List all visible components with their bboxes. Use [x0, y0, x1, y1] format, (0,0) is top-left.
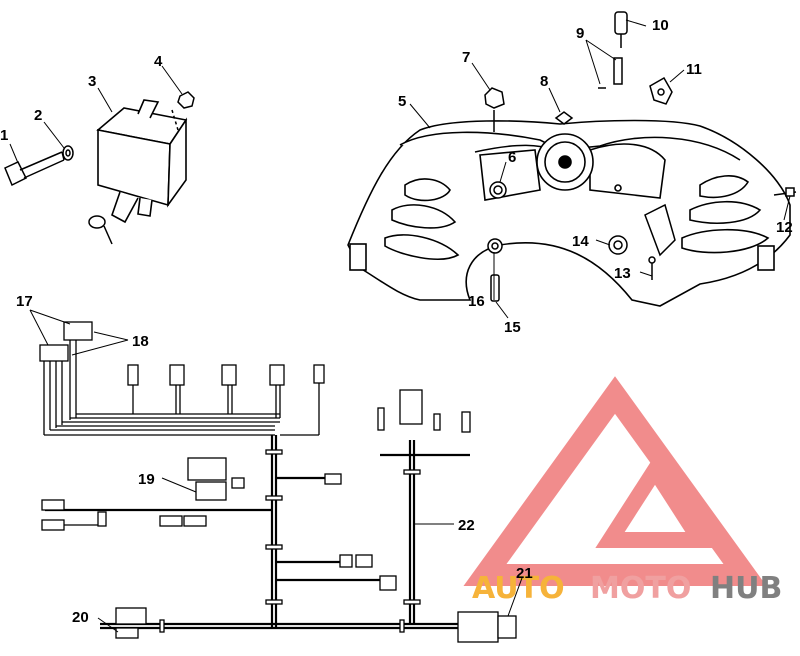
callout-9: 9: [576, 25, 584, 42]
callout-11: 11: [686, 61, 702, 78]
module-part-3: [96, 99, 188, 224]
callout-22: 22: [458, 517, 475, 534]
callout-18: 18: [132, 333, 149, 350]
watermark-hub: HUB: [710, 571, 782, 606]
callout-7: 7: [462, 49, 470, 66]
callout-20: 20: [72, 609, 89, 626]
callout-12: 12: [776, 219, 793, 236]
callout-21: 21: [516, 565, 533, 582]
callout-13: 13: [614, 265, 631, 282]
side-switch: [644, 203, 676, 257]
grommet-part-14: [608, 235, 628, 255]
bolt-part-1: [4, 151, 65, 187]
connector-part-15: [490, 274, 500, 302]
callout-14: 14: [572, 233, 589, 250]
harness-upper: [39, 321, 325, 436]
watermark-logo: [463, 376, 767, 586]
callout-15: 15: [504, 319, 521, 336]
callout-10: 10: [652, 17, 669, 34]
clip-part-8: [554, 111, 574, 125]
callout-4: 4: [154, 53, 163, 70]
bulb-part-7: [484, 87, 505, 132]
grommet-part-16: [487, 238, 503, 254]
callout-19: 19: [138, 471, 155, 488]
instrument-pod-part-5: [347, 119, 791, 307]
bracket-part-11: [649, 76, 673, 105]
callout-6: 6: [508, 149, 516, 166]
callout-labels: 1 2 3 4 5 6 7 8 9 10 11 12 13 14 15 16 1…: [0, 17, 793, 626]
pin-part-9: [598, 57, 623, 89]
nut-part-4: [171, 91, 195, 131]
harness-main: [45, 435, 470, 630]
washer-part-2: [62, 145, 74, 161]
lamp-part-6: [489, 181, 507, 199]
callout-3: 3: [88, 73, 96, 90]
callout-1: 1: [0, 127, 8, 144]
callout-2: 2: [34, 107, 42, 124]
screw-part-13: [648, 256, 656, 280]
harness-connectors: [41, 389, 517, 643]
callout-8: 8: [540, 73, 548, 90]
callout-17: 17: [16, 293, 33, 310]
callout-5: 5: [398, 93, 406, 110]
leader-lines: [9, 19, 791, 633]
socket-part-10: [614, 11, 628, 48]
watermark-moto: MOTO: [590, 571, 691, 606]
callout-16: 16: [468, 293, 485, 310]
ring-terminal: [88, 215, 113, 245]
watermark-text: AUTO MOTO HUB: [472, 571, 782, 606]
